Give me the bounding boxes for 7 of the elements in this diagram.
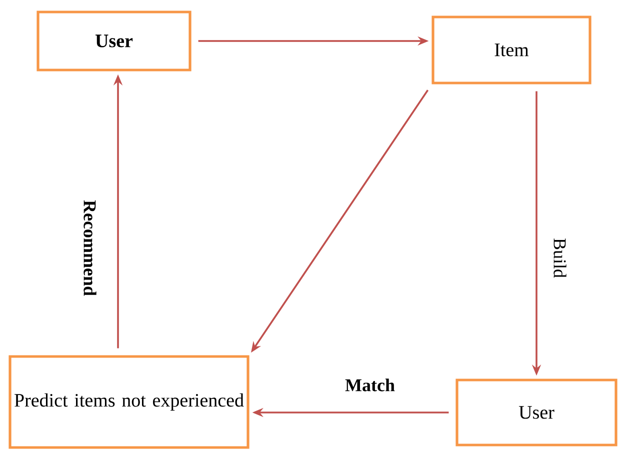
process-box: User — [456, 378, 618, 446]
edge-label: Build — [552, 236, 568, 280]
process-box: Item — [432, 16, 592, 84]
edge-label: Match — [343, 376, 397, 394]
process-box: User — [36, 10, 192, 72]
process-box: Predict items not experienced — [8, 355, 250, 449]
edge-label: Recommend — [82, 198, 98, 298]
